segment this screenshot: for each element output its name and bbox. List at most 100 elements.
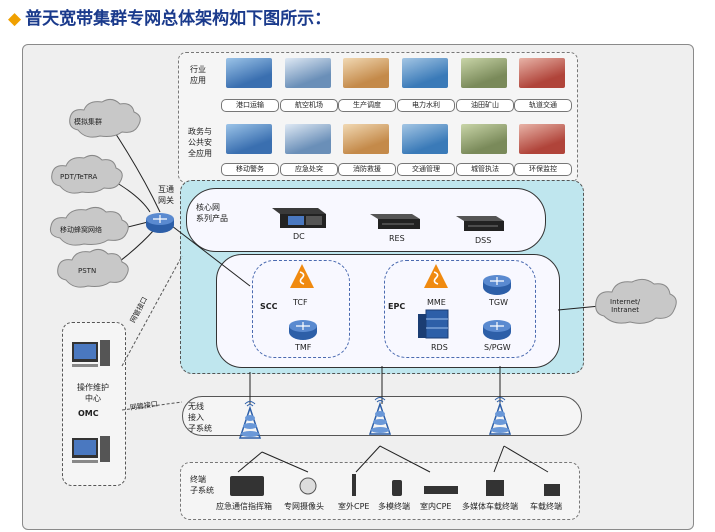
terminal-label: 终端 子系统 (190, 475, 214, 495)
scc-group (252, 260, 350, 358)
cloud-icon (57, 248, 129, 288)
dss-label: DSS (475, 236, 492, 245)
link-bs1-term (237, 451, 263, 473)
tower-icon (238, 401, 262, 439)
omc-name: OMC (78, 409, 99, 418)
clouds (49, 98, 677, 324)
rds-label: RDS (431, 343, 448, 352)
monitor-icon (72, 340, 110, 367)
tcf-icon (290, 264, 314, 288)
link-bs3-term2 (503, 445, 549, 473)
mme-label: MME (427, 298, 446, 307)
terminal-caption: 多媒体车载终端 (462, 502, 518, 511)
omc-link-2 (121, 401, 183, 411)
industry-image-1 (226, 58, 272, 88)
tower-icon (368, 397, 392, 435)
omc-link-1 (121, 255, 183, 367)
command-box-icon (230, 476, 264, 496)
cloud-internet-label: Internet/ Intranet (610, 298, 641, 314)
tmf-label: TMF (295, 343, 312, 352)
gov-caption: 应急处突 (280, 163, 338, 176)
gov-caption: 城管执法 (456, 163, 514, 176)
industry-caption: 轨道交通 (514, 99, 572, 112)
dss-icon (456, 216, 504, 231)
router-icon (146, 213, 174, 233)
cloud-icon (51, 154, 123, 194)
epc-group (384, 260, 536, 358)
gov-caption: 移动警务 (221, 163, 279, 176)
cloud-analog-label: 模拟集群 (74, 118, 102, 126)
link-bs2-term (355, 445, 381, 473)
industry-caption: 生产调度 (338, 99, 396, 112)
industry-image-2 (285, 58, 331, 88)
gov-image-6 (519, 124, 565, 154)
terminal-devices (230, 474, 560, 496)
cloud-pstn-label: PSTN (78, 267, 97, 275)
terminal-caption: 专网摄像头 (284, 502, 324, 511)
industry-image-3 (343, 58, 389, 88)
terminal-caption: 多模终端 (378, 502, 410, 511)
gov-caption: 消防救援 (338, 163, 396, 176)
industry-caption: 港口运输 (221, 99, 279, 112)
gov-image-1 (226, 124, 272, 154)
link-bs3-term (493, 445, 505, 473)
vehicle-terminal-icon (544, 484, 560, 496)
gov-image-5 (461, 124, 507, 154)
gov-label: 政务与 公共安 全应用 (188, 127, 212, 158)
page-title: ◆普天宽带集群专网总体架构如下图所示： (8, 9, 332, 29)
terminal-caption: 车载终端 (530, 502, 562, 511)
terminal-caption: 应急通信指挥箱 (216, 502, 272, 511)
gov-caption: 交通管理 (397, 163, 455, 176)
tcf-label: TCF (293, 298, 308, 307)
industry-image-6 (519, 58, 565, 88)
tower-icon (488, 397, 512, 435)
res-icon (370, 214, 420, 229)
camera-icon (299, 477, 317, 495)
gov-image-3 (343, 124, 389, 154)
indoor-cpe-icon (424, 486, 458, 494)
gov-image-4 (402, 124, 448, 154)
multimode-terminal-icon (392, 480, 402, 496)
cloud-icon (49, 206, 129, 246)
epc-label: EPC (388, 302, 406, 311)
industry-label: 行业 应用 (190, 65, 206, 85)
omc-title: 操作维护 中心 (77, 383, 109, 403)
radio-label: 无线 接入 子系统 (188, 402, 212, 433)
router-icon (483, 275, 511, 295)
outdoor-cpe-icon (352, 474, 356, 496)
terminal-caption: 室内CPE (420, 502, 452, 511)
link-bs1-term2 (261, 451, 309, 473)
industry-caption: 航空机场 (280, 99, 338, 112)
link-internet (557, 305, 601, 311)
dc-label: DC (293, 232, 305, 241)
res-label: RES (389, 234, 405, 243)
monitor-icon (72, 436, 110, 463)
link-gateway-core (171, 225, 251, 287)
industry-image-5 (461, 58, 507, 88)
scc-label: SCC (260, 302, 278, 311)
server-icon (418, 309, 449, 339)
router-icon (289, 320, 317, 340)
router-icon (483, 320, 511, 340)
tgw-label: TGW (489, 298, 508, 307)
industry-caption: 电力水利 (397, 99, 455, 112)
terminal-caption: 室外CPE (338, 502, 370, 511)
towers (238, 397, 512, 439)
spgw-label: S/PGW (484, 343, 511, 352)
mme-icon (424, 264, 448, 288)
gov-image-2 (285, 124, 331, 154)
cloud-cellular-label: 移动蜂窝网络 (60, 226, 102, 234)
industry-image-4 (402, 58, 448, 88)
core-label: 核心网 系列产品 (196, 203, 228, 223)
diamond-icon: ◆ (8, 9, 22, 29)
gateway-label: 互通 网关 (158, 185, 174, 205)
industry-caption: 油田矿山 (456, 99, 514, 112)
link-bs2-term2 (379, 445, 431, 473)
gov-caption: 环保监控 (514, 163, 572, 176)
cloud-icon (69, 98, 141, 138)
vehicle-multimedia-icon (486, 480, 504, 496)
dc-icon (272, 208, 326, 228)
cloud-pdt-label: PDT/TeTRA (60, 173, 98, 181)
cloud-icon (595, 278, 677, 324)
